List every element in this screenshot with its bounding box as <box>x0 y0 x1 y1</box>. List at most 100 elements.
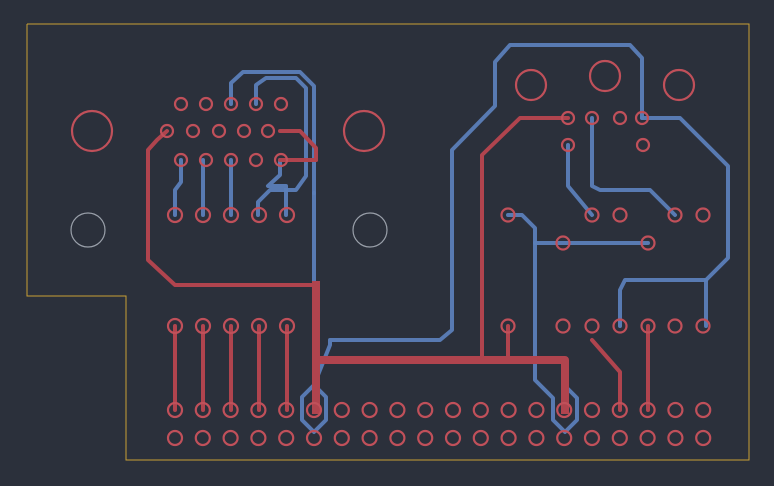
ic-pad-2 <box>584 110 600 126</box>
right-pad-row1-2 <box>584 207 600 223</box>
large-pad-4 <box>588 59 622 93</box>
right-pad-row2-2 <box>640 235 656 251</box>
large-pad-3 <box>514 68 548 102</box>
connector-pad-row3-2 <box>198 152 214 168</box>
connector-pad-row1-5 <box>273 96 289 112</box>
header-pad-b-12 <box>472 429 489 447</box>
top-trace-11 <box>590 338 622 412</box>
header-pad-a-9 <box>389 401 406 419</box>
connector-pad-row2-2 <box>185 123 201 139</box>
connector-pad-row1-4 <box>248 96 264 112</box>
header-pad-a-7 <box>333 401 350 419</box>
header-pad-a-19 <box>667 401 684 419</box>
right-pad-row3-2 <box>555 318 571 334</box>
header-pad-b-9 <box>389 429 406 447</box>
top-trace-2 <box>278 129 318 162</box>
component-pad-upper-4 <box>250 206 268 224</box>
connector-pad-row3-5 <box>273 152 289 168</box>
header-pad-a-13 <box>500 401 517 419</box>
large-pad-5 <box>662 68 696 102</box>
connector-pad-row2-5 <box>260 123 276 139</box>
connector-pad-row1-1 <box>173 96 189 112</box>
top-trace-9 <box>480 116 570 362</box>
connector-pad-row2-4 <box>236 123 252 139</box>
right-pad-row3-5 <box>640 318 656 334</box>
board-edge-line <box>26 23 750 461</box>
bottom-trace-1 <box>229 70 316 195</box>
bottom-trace-13 <box>566 143 594 217</box>
header-pad-b-7 <box>333 429 350 447</box>
bottom-trace-14 <box>640 116 730 328</box>
connector-pad-row2-3 <box>211 123 227 139</box>
header-pad-a-20 <box>695 401 712 419</box>
bottom-trace-10 <box>506 213 579 434</box>
ic-pad-3 <box>612 110 628 126</box>
right-pad-row3-4 <box>612 318 628 334</box>
header-pad-a-5 <box>278 401 295 419</box>
right-pad-row2-1 <box>555 235 571 251</box>
header-pad-b-4 <box>250 429 267 447</box>
header-pad-a-10 <box>417 401 434 419</box>
header-pad-a-1 <box>166 401 184 419</box>
header-pad-b-13 <box>500 429 517 447</box>
top-power-trace-2 <box>312 356 569 414</box>
header-pad-b-18 <box>639 429 656 447</box>
ic-pad-6 <box>635 137 651 153</box>
header-pad-a-17 <box>611 401 628 419</box>
right-pad-row1-1 <box>500 207 516 223</box>
component-pad-upper-1 <box>166 206 184 224</box>
ic-pad-1 <box>560 110 576 126</box>
connector-pad-row3-4 <box>248 152 264 168</box>
right-pad-row3-7 <box>695 318 711 334</box>
right-pad-row1-5 <box>695 207 711 223</box>
bottom-copper-layer <box>173 43 730 434</box>
component-pad-lower-1 <box>166 317 184 335</box>
header-pad-a-14 <box>528 401 545 419</box>
header-pad-b-16 <box>583 429 601 447</box>
header-pad-b-8 <box>361 429 378 447</box>
header-pad-a-3 <box>222 401 239 419</box>
header-pad-b-10 <box>417 429 434 447</box>
header-pad-b-20 <box>695 429 712 447</box>
top-copper-layer <box>146 116 650 414</box>
component-pad-upper-5 <box>278 206 296 224</box>
component-pad-upper-3 <box>222 206 240 224</box>
header-pad-b-3 <box>222 429 239 447</box>
header-pad-b-19 <box>667 429 684 447</box>
right-pad-row1-3 <box>612 207 628 223</box>
header-pad-b-11 <box>444 429 462 447</box>
header-pad-a-4 <box>250 401 267 419</box>
header-pad-a-15 <box>556 401 573 419</box>
header-pad-b-1 <box>166 429 184 447</box>
header-pad-a-11 <box>444 401 462 419</box>
component-pad-lower-4 <box>250 317 268 335</box>
connector-pad-row2-1 <box>159 123 175 139</box>
header-pad-a-8 <box>361 401 378 419</box>
bottom-trace-9 <box>312 43 644 387</box>
header-pad-b-5 <box>278 429 295 447</box>
mounting-hole-2 <box>352 212 388 248</box>
bottom-trace-4 <box>173 158 183 217</box>
connector-pad-row1-3 <box>223 96 239 112</box>
mounting-hole-1 <box>70 212 106 248</box>
board-outline <box>26 23 750 461</box>
header-pad-a-2 <box>194 401 211 419</box>
bottom-trace-2 <box>254 76 308 217</box>
header-pad-a-18 <box>639 401 656 419</box>
connector-pad-row3-3 <box>223 152 239 168</box>
header-pad-a-16 <box>583 401 601 419</box>
bottom-trace-15 <box>618 278 708 328</box>
component-pad-lower-5 <box>278 317 296 335</box>
bottom-trace-6 <box>266 158 288 217</box>
connector-pad-row3-1 <box>173 152 189 168</box>
header-pad-a-12 <box>472 401 489 419</box>
component-pad-upper-2 <box>194 206 212 224</box>
bottom-trace-12 <box>590 116 677 217</box>
right-pad-row3-6 <box>667 318 683 334</box>
mounting-hole-layer <box>70 212 388 248</box>
header-pad-b-17 <box>611 429 628 447</box>
pad-layer <box>70 59 712 447</box>
header-pad-b-14 <box>528 429 545 447</box>
right-pad-row3-1 <box>500 318 516 334</box>
